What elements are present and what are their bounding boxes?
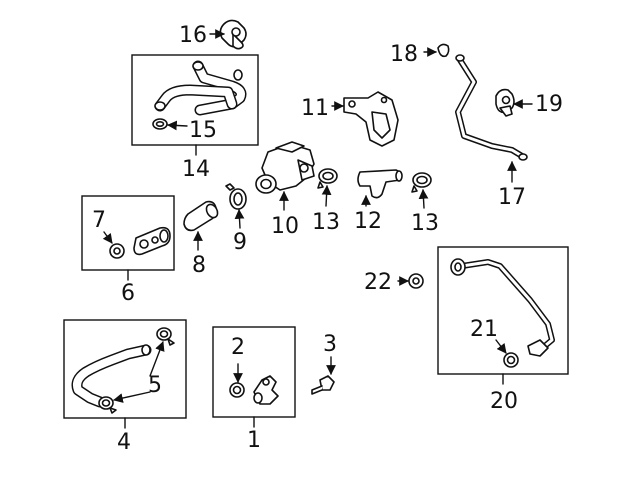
callout-14: 14 [182,157,210,182]
callout-4: 4 [117,430,131,455]
part-22-seal [408,273,424,289]
callout-18: 18 [390,42,418,67]
part-3-bolt [311,375,335,395]
callout-11: 11 [301,96,329,121]
callout-6: 6 [121,281,135,306]
callout-13-right: 13 [411,211,439,236]
callout-3: 3 [323,332,337,357]
callout-13-left: 13 [312,210,340,235]
part-17-tube [455,54,528,161]
callout-1: 1 [247,428,261,453]
part-15-o-ring [152,118,168,130]
part-19-valve [495,88,515,117]
part-4-hose [71,344,152,408]
callout-17: 17 [498,185,526,210]
group-box-14 [131,54,259,146]
callout-21: 21 [470,317,498,342]
callout-9: 9 [233,230,247,255]
callout-8: 8 [192,253,206,278]
part-14-hose-assembly [154,60,247,116]
part-1-fitting [253,375,279,405]
part-11-bracket [343,91,399,147]
callout-20: 20 [490,389,518,414]
part-5-clamp-lower [98,396,117,414]
part-21-seal [503,352,519,368]
part-8-hose [183,200,219,232]
callout-7: 7 [92,208,106,233]
part-6-connector [133,226,171,256]
part-2-o-ring [229,382,245,398]
part-12-elbow-hose [357,169,403,199]
part-7-seal [109,243,125,259]
callout-15: 15 [189,118,217,143]
callout-5: 5 [148,373,162,398]
leader-lines [102,29,533,403]
part-18-clip [437,43,450,58]
callout-16: 16 [179,23,207,48]
callout-2: 2 [231,335,245,360]
part-13-clamp-a [317,168,338,189]
part-20-tube-assembly [450,258,555,357]
callout-10: 10 [271,214,299,239]
group-box-1 [212,326,296,418]
callout-22: 22 [364,270,392,295]
callout-12: 12 [354,209,382,234]
part-5-clamp-upper [156,327,175,346]
callout-19: 19 [535,92,563,117]
part-9-clamp [225,183,247,210]
part-13-clamp-b [411,172,432,193]
part-10-thermostat-housing [255,141,315,194]
